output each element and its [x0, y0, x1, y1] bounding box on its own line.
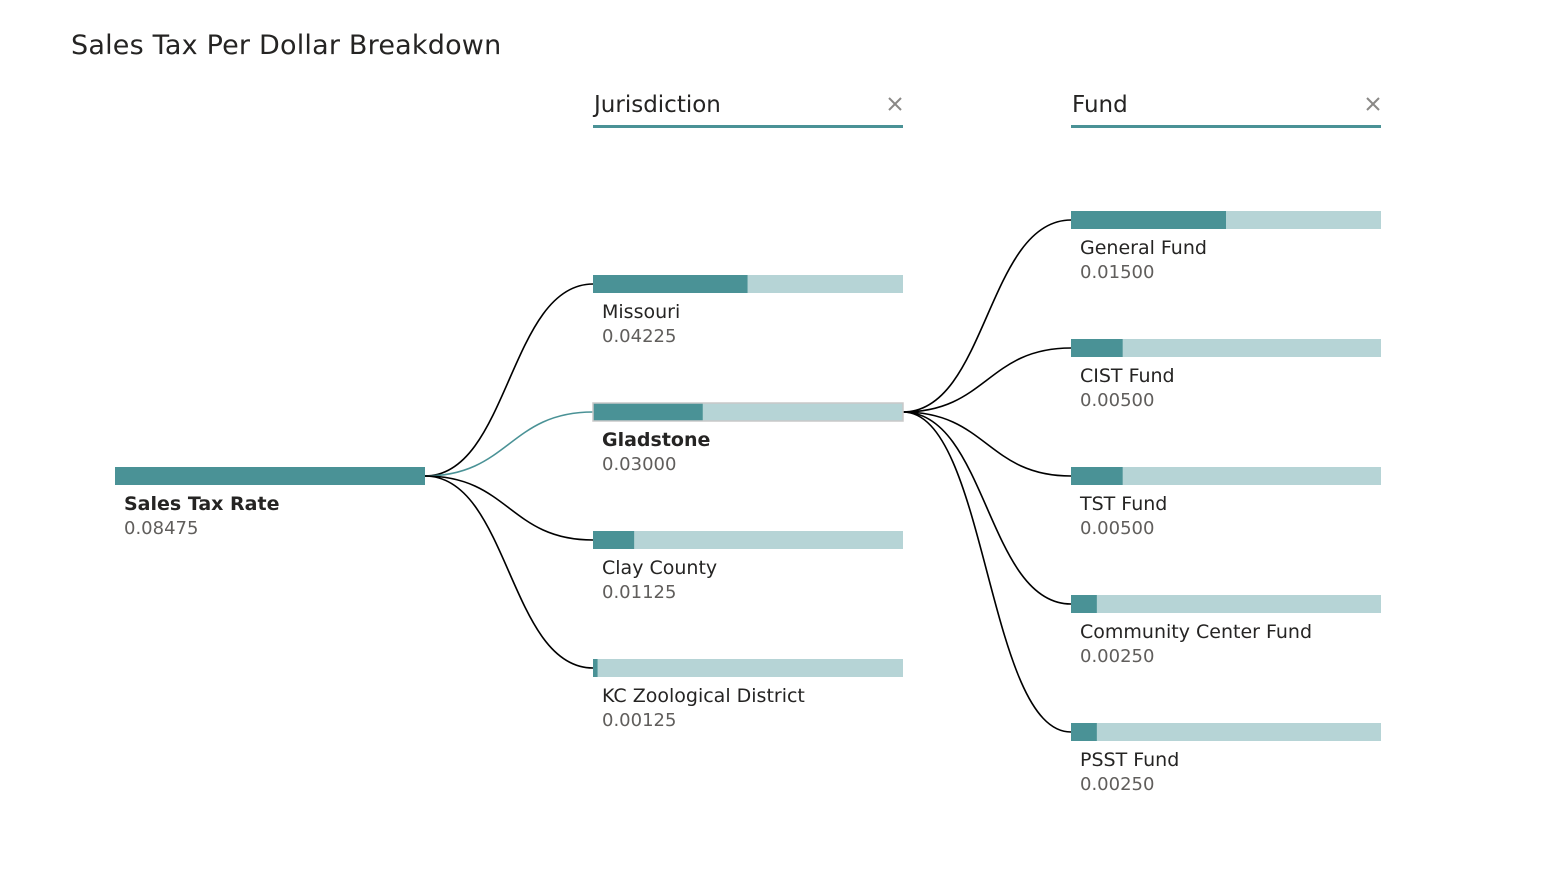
level-label-jurisdiction: Jurisdiction	[594, 92, 721, 118]
node-tst-fund[interactable]: TST Fund 0.00500	[1071, 467, 1381, 539]
link-cist-fund	[902, 347, 1072, 413]
node-sales-tax-rate[interactable]: Sales Tax Rate 0.08475	[115, 467, 425, 539]
node-clay-county[interactable]: Clay County 0.01125	[593, 531, 903, 603]
bar-fill	[593, 531, 635, 549]
page-title: Sales Tax Per Dollar Breakdown	[71, 30, 502, 61]
node-value: 0.00500	[1080, 518, 1154, 539]
bar-track	[1071, 595, 1381, 613]
bar-track	[593, 531, 903, 549]
node-label: Missouri	[602, 301, 680, 323]
bar-fill	[115, 467, 425, 485]
node-value: 0.01125	[602, 582, 676, 603]
node-general-fund[interactable]: General Fund 0.01500	[1071, 211, 1381, 283]
node-label: Sales Tax Rate	[124, 493, 279, 515]
node-label: TST Fund	[1079, 493, 1167, 515]
bar-fill	[1071, 467, 1123, 485]
bar-fill	[1071, 595, 1097, 613]
node-value: 0.00250	[1080, 646, 1154, 667]
bar-track	[1071, 467, 1381, 485]
bar-track	[1071, 339, 1381, 357]
level-header-jurisdiction: Jurisdiction	[593, 92, 903, 128]
node-label: CIST Fund	[1080, 365, 1175, 387]
node-label: Clay County	[602, 557, 717, 579]
selected-outline	[592, 402, 904, 422]
node-label: Gladstone	[602, 429, 710, 451]
node-value: 0.03000	[602, 454, 676, 475]
link-gladstone	[424, 411, 594, 477]
bar-fill	[1071, 339, 1123, 357]
bar-fill	[593, 275, 748, 293]
level-header-fund: Fund	[1071, 92, 1381, 128]
bar-fill	[1071, 723, 1097, 741]
bar-fill	[593, 659, 598, 677]
node-missouri[interactable]: Missouri 0.04225	[593, 275, 903, 347]
node-value: 0.00500	[1080, 390, 1154, 411]
node-label: General Fund	[1080, 237, 1207, 259]
link-general-fund	[902, 219, 1072, 413]
node-label: KC Zoological District	[602, 685, 805, 707]
link-community-center-fund	[902, 411, 1072, 605]
node-community-center-fund[interactable]: Community Center Fund 0.00250	[1071, 595, 1381, 667]
node-value: 0.00125	[602, 710, 676, 731]
node-gladstone[interactable]: Gladstone 0.03000	[592, 402, 904, 475]
level-label-fund: Fund	[1072, 92, 1128, 118]
node-label: PSST Fund	[1080, 749, 1179, 771]
node-value: 0.00250	[1080, 774, 1154, 795]
bar-track	[593, 659, 903, 677]
bar-fill	[593, 403, 703, 421]
bar-track	[1071, 723, 1381, 741]
node-value: 0.08475	[124, 518, 198, 539]
bar-fill	[1071, 211, 1226, 229]
link-kc-zoological-district	[424, 475, 594, 669]
node-cist-fund[interactable]: CIST Fund 0.00500	[1071, 339, 1381, 411]
close-icon[interactable]	[887, 96, 903, 112]
link-missouri	[424, 283, 594, 477]
node-value: 0.04225	[602, 326, 676, 347]
node-label: Community Center Fund	[1080, 621, 1312, 643]
link-clay-county	[424, 475, 594, 541]
node-psst-fund[interactable]: PSST Fund 0.00250	[1071, 723, 1381, 795]
node-kc-zoological-district[interactable]: KC Zoological District 0.00125	[593, 659, 903, 731]
close-icon[interactable]	[1365, 96, 1381, 112]
link-psst-fund	[902, 411, 1072, 733]
node-value: 0.01500	[1080, 262, 1154, 283]
link-tst-fund	[902, 411, 1072, 477]
